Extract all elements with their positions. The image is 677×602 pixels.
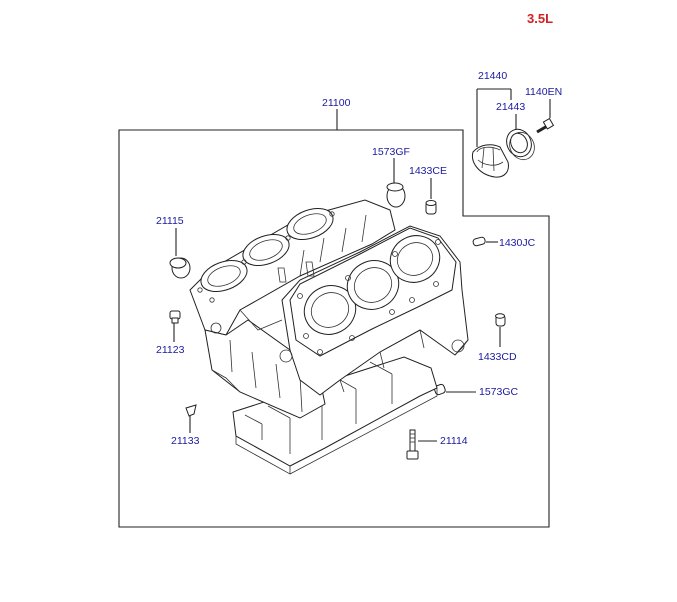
label-1433cd[interactable]: 1433CD xyxy=(478,351,517,363)
label-21443[interactable]: 21443 xyxy=(496,101,525,113)
main-bearing-bolt-icon xyxy=(406,429,419,460)
bolt-icon xyxy=(536,117,555,134)
drain-plug-icon xyxy=(169,310,181,324)
label-1573gc[interactable]: 1573GC xyxy=(479,386,519,398)
label-21100[interactable]: 21100 xyxy=(322,97,351,109)
label-21133[interactable]: 21133 xyxy=(171,435,200,447)
label-1573gf[interactable]: 1573GF xyxy=(372,146,410,158)
plug-icon xyxy=(386,182,406,208)
assembly-frame xyxy=(118,129,550,528)
dowel-pin-icon xyxy=(425,200,437,215)
roll-pin-icon xyxy=(472,236,486,247)
dowel-pin-cd-icon xyxy=(495,313,506,327)
crank-seal-icon xyxy=(506,128,535,161)
label-21440[interactable]: 21440 xyxy=(478,70,507,82)
label-21123[interactable]: 21123 xyxy=(156,344,185,356)
label-21115[interactable]: 21115 xyxy=(156,215,184,227)
pin-21133-icon xyxy=(185,404,197,417)
label-1140en[interactable]: 1140EN xyxy=(525,86,562,98)
label-21114[interactable]: 21114 xyxy=(440,435,468,447)
label-1430jc[interactable]: 1430JC xyxy=(499,237,536,249)
expansion-plug-icon xyxy=(169,257,191,279)
engine-size-tag: 3.5L xyxy=(527,11,553,26)
seal-housing-icon xyxy=(471,144,509,178)
label-1433ce[interactable]: 1433CE xyxy=(409,165,447,177)
engine-block-drawing xyxy=(189,199,469,475)
